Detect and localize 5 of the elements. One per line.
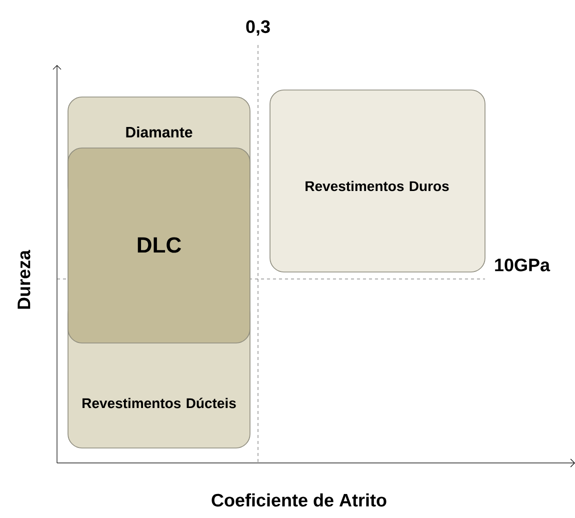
rounded-box: DLC: [68, 148, 250, 344]
axis-label: Dureza: [18, 250, 30, 309]
rounded-box: Revestimentos Duros: [270, 90, 486, 272]
axis-label: Coeficiente de Atrito: [212, 493, 386, 507]
axis-label: 0,3: [246, 20, 270, 36]
